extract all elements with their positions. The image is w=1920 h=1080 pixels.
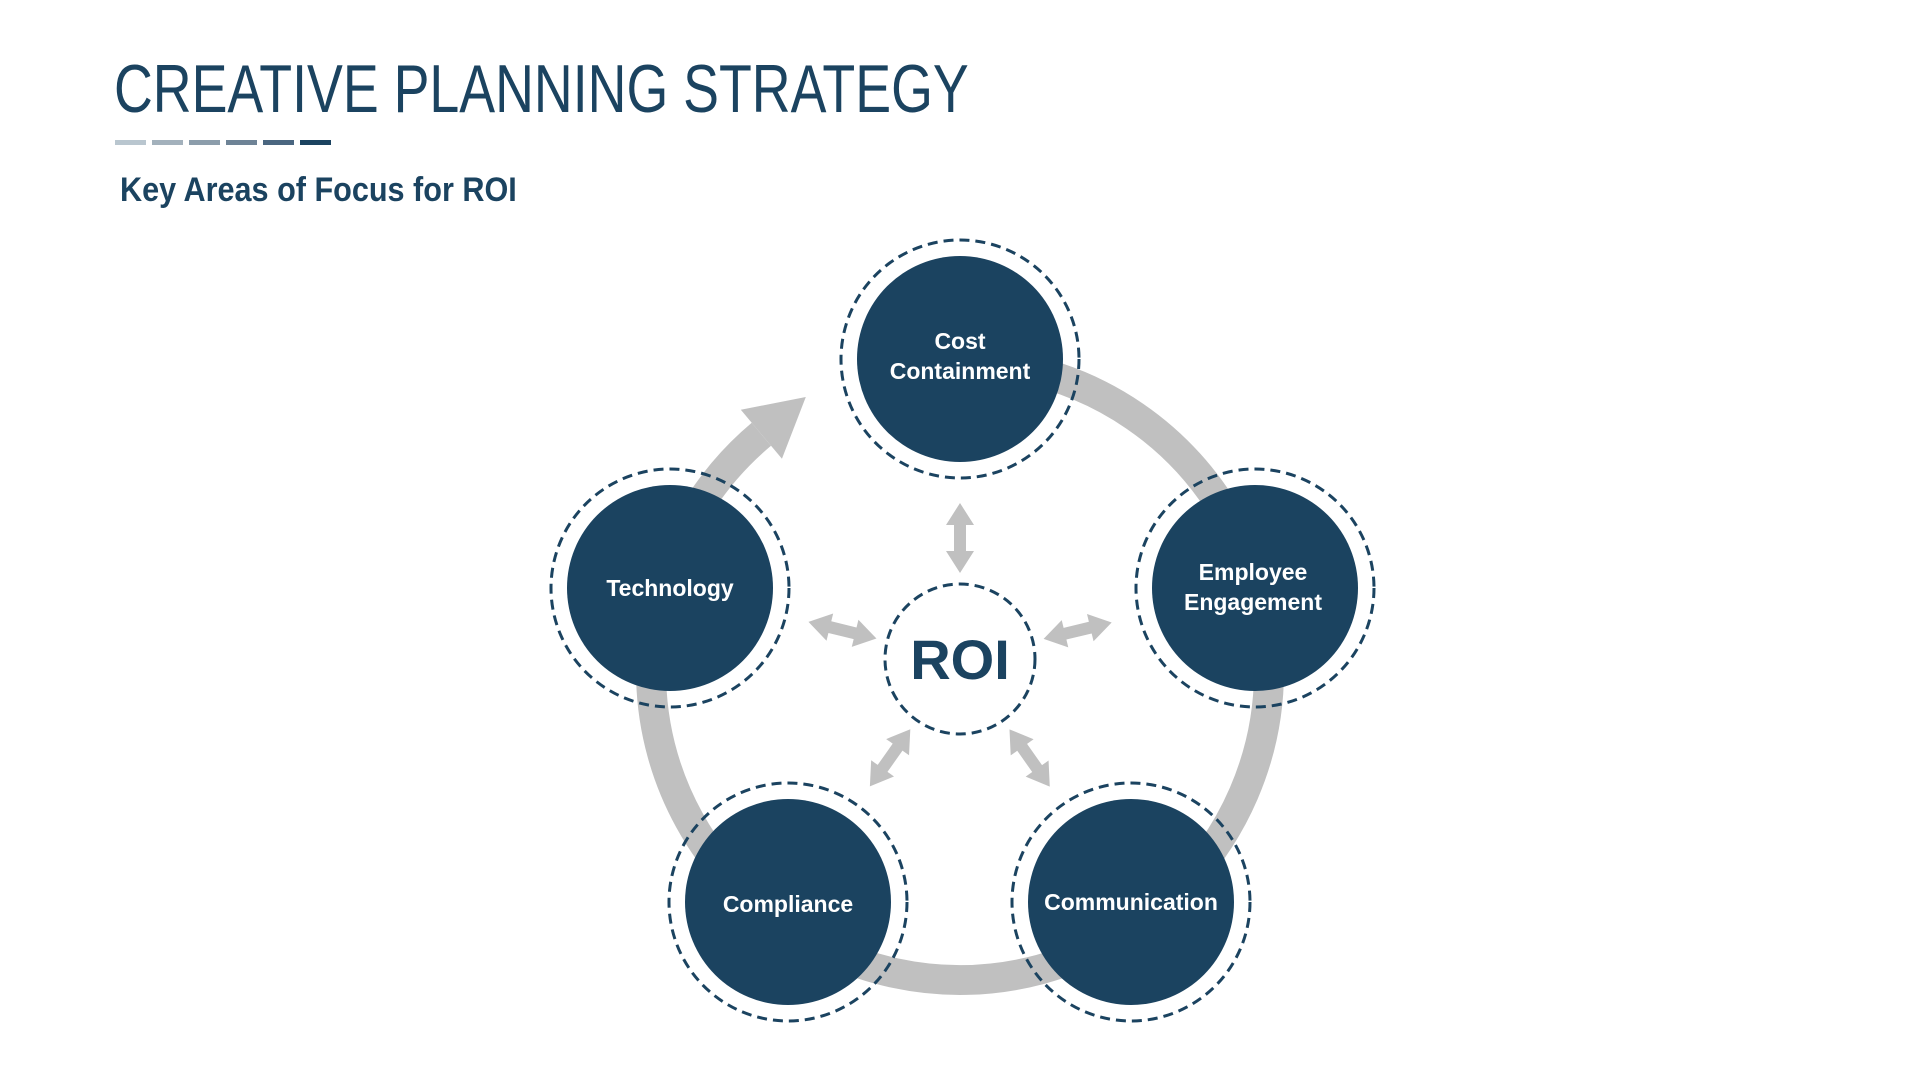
cycle-arrowhead-icon <box>740 397 806 459</box>
double-arrow-icon <box>808 613 877 647</box>
node-label: Containment <box>890 358 1031 384</box>
divider-segment <box>152 140 183 145</box>
node-dashed-ring <box>839 238 1081 480</box>
divider-segment <box>189 140 220 145</box>
divider-segment <box>115 140 146 145</box>
node-circle <box>1028 799 1234 1005</box>
node-circle <box>685 799 891 1005</box>
node-circle <box>1152 485 1358 691</box>
node-compliance: Compliance <box>667 781 909 1023</box>
node-cost-containment: Cost Containment <box>839 238 1081 480</box>
page-title: CREATIVE PLANNING STRATEGY <box>114 51 969 127</box>
node-circle <box>857 256 1063 462</box>
divider-segment <box>226 140 257 145</box>
node-label: Communication <box>1044 889 1218 915</box>
node-dashed-ring <box>549 467 791 709</box>
double-arrow-icon <box>869 729 911 787</box>
node-label: Technology <box>606 575 734 601</box>
node-dashed-ring <box>1134 467 1376 709</box>
node-dashed-ring <box>667 781 909 1023</box>
double-arrow-icon <box>1009 729 1050 787</box>
node-label: Compliance <box>723 891 853 917</box>
double-arrow-icon <box>1043 614 1112 648</box>
node-employee-engagement: Employee Engagement <box>1134 467 1376 709</box>
node-label: Engagement <box>1184 589 1322 615</box>
roi-center: ROI <box>883 582 1037 736</box>
node-label: Employee <box>1199 559 1308 585</box>
divider-segment <box>263 140 294 145</box>
divider-segment <box>300 140 331 145</box>
node-communication: Communication <box>1010 781 1252 1023</box>
double-arrow-icon <box>946 503 974 573</box>
roi-dashed-circle <box>883 582 1037 736</box>
connector-arrows <box>808 503 1112 787</box>
node-dashed-ring <box>1010 781 1252 1023</box>
page-subtitle: Key Areas of Focus for ROI <box>120 171 517 209</box>
node-label: Cost <box>934 328 985 354</box>
node-circle <box>567 485 773 691</box>
node-technology: Technology <box>549 467 791 709</box>
title-divider <box>115 140 331 145</box>
roi-label: ROI <box>910 628 1010 691</box>
